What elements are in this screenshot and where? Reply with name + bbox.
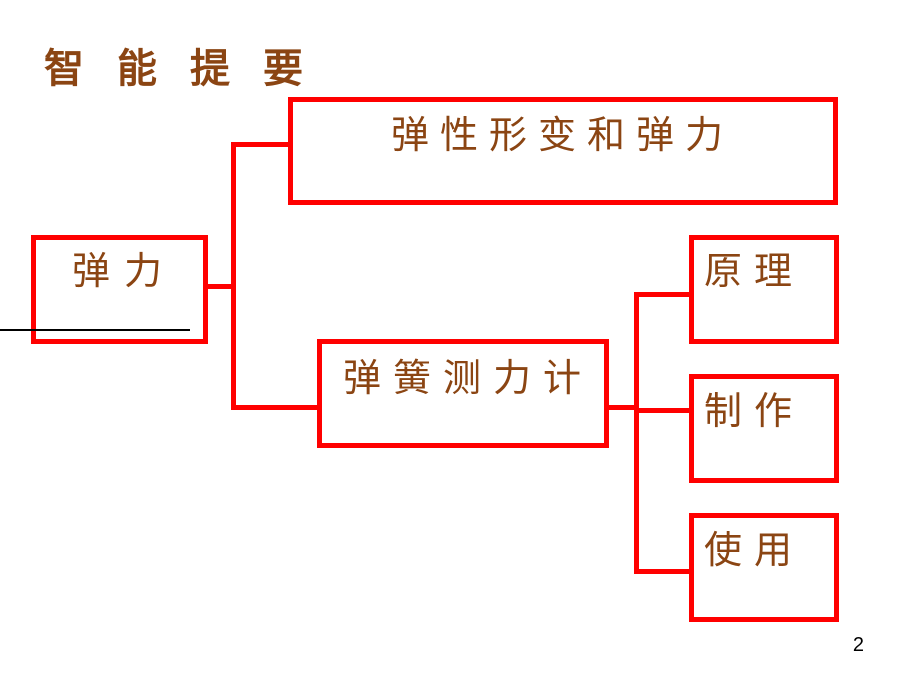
connector-to-principle — [634, 292, 692, 297]
page-number: 2 — [852, 634, 864, 656]
connector-to-elastic — [231, 142, 293, 147]
node-usage-box — [689, 513, 839, 622]
node-making-box — [689, 374, 839, 483]
node-spring-scale-label: 弹簧测力计 — [343, 356, 594, 400]
node-spring-scale-box — [317, 339, 609, 448]
connector-to-spring-scale — [231, 405, 321, 410]
node-root-box — [31, 235, 208, 344]
node-elastic-label: 弹性形变和弹力 — [391, 113, 735, 157]
node-root-label: 弹力 — [72, 249, 177, 293]
node-elastic-box — [288, 97, 838, 205]
decorative-underline — [0, 329, 190, 331]
node-making-label: 制作 — [704, 389, 805, 433]
connector-spring-to-trunk — [606, 405, 638, 410]
node-principle-box — [689, 235, 839, 344]
node-principle-label: 原理 — [704, 249, 805, 293]
slide-title: 智能提要 — [44, 46, 336, 92]
connector-left-trunk — [231, 142, 236, 410]
connector-to-making — [634, 408, 692, 413]
connector-to-usage — [634, 569, 692, 574]
node-usage-label: 使用 — [704, 528, 805, 572]
connector-root-to-trunk — [208, 284, 235, 289]
connector-right-trunk — [634, 292, 639, 574]
